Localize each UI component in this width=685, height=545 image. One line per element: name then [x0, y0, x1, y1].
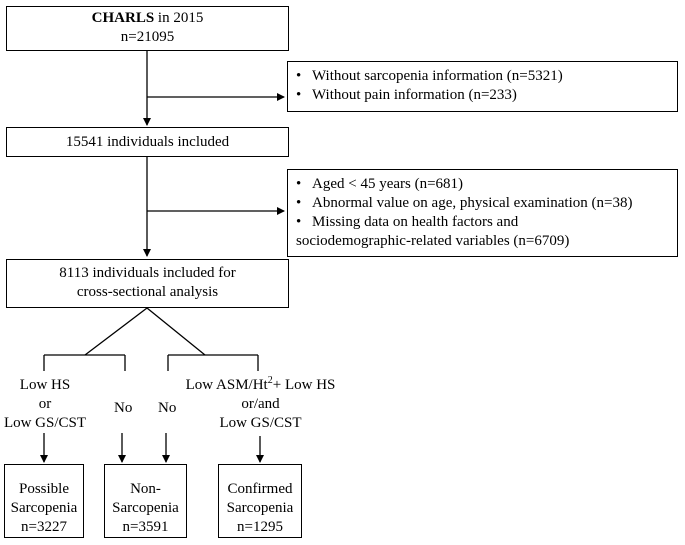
analysis-line-2: cross-sectional analysis — [76, 284, 219, 300]
confirmed-sarcopenia-box: Confirmed Sarcopenia n=1295 — [218, 464, 302, 538]
start-box: CHARLS in 2015 n=21095 — [6, 6, 289, 51]
exclusion-item-continued: sociodemographic-related variables (n=67… — [296, 233, 570, 249]
exclusion-item: Without sarcopenia information (n=5321) — [296, 67, 563, 86]
label-no-left: No — [114, 400, 133, 416]
confirmed-count: n=1295 — [237, 519, 283, 535]
non-line-1: Non- — [130, 481, 161, 497]
confirmed-line-1: Confirmed — [227, 481, 293, 497]
included-box: 15541 individuals included — [6, 127, 289, 157]
source-name: CHARLS — [91, 10, 155, 26]
exclusion-item: Aged < 45 years (n=681) — [296, 175, 632, 194]
possible-line-2: Sarcopenia — [10, 500, 78, 516]
non-sarcopenia-box: Non- Sarcopenia n=3591 — [104, 464, 187, 538]
condition-or: or — [38, 396, 52, 412]
start-source-line: CHARLS in 2015 — [7, 9, 288, 28]
analysis-line-1: 8113 individuals included for — [59, 265, 236, 281]
exclusion-item: Abnormal value on age, physical examinat… — [296, 194, 632, 213]
exclusion-list-1: Without sarcopenia information (n=5321) … — [296, 67, 563, 105]
analysis-box: 8113 individuals included for cross-sect… — [6, 259, 289, 308]
condition-low-gs-cst: Low GS/CST — [3, 415, 87, 431]
source-year: in 2015 — [154, 10, 204, 26]
condition-or-and: or/and — [241, 396, 280, 412]
possible-line-1: Possible — [18, 481, 69, 497]
included-label: 15541 individuals included — [65, 134, 230, 150]
non-line-2: Sarcopenia — [112, 500, 179, 516]
exclusion-box-1: Without sarcopenia information (n=5321) … — [287, 61, 678, 112]
possible-count: n=3227 — [21, 519, 67, 535]
condition-low-hs: Low HS — [19, 377, 71, 393]
split-right-diagonal — [146, 307, 206, 356]
exclusion-box-2: Aged < 45 years (n=681) Abnormal value o… — [287, 169, 678, 257]
exclusion-list-2: Aged < 45 years (n=681) Abnormal value o… — [296, 175, 632, 232]
exclusion-item: Without pain information (n=233) — [296, 86, 563, 105]
non-count: n=3591 — [122, 519, 169, 535]
possible-sarcopenia-box: Possible Sarcopenia n=3227 — [4, 464, 84, 538]
exclusion-item: Missing data on health factors and — [296, 213, 632, 232]
condition-low-asm: Low ASM/Ht2+ Low HS — [185, 375, 336, 394]
confirmed-line-2: Sarcopenia — [226, 500, 294, 516]
condition-low-gs-cst-right: Low GS/CST — [219, 415, 302, 431]
label-no-right: No — [158, 400, 177, 416]
split-left-diagonal — [84, 307, 148, 356]
start-count: n=21095 — [120, 29, 175, 45]
